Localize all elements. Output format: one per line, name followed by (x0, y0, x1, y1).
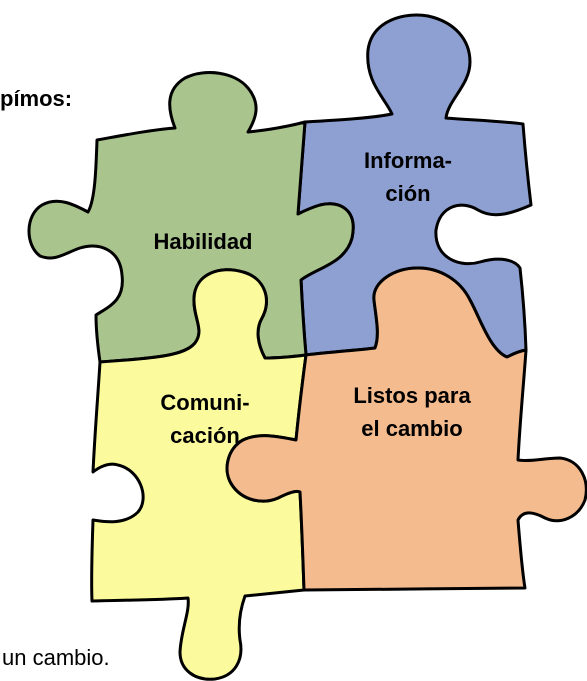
piece-shape-habilidad (27, 71, 355, 364)
footer-text: un cambio. (2, 645, 110, 670)
label-informacion-line2: ción (385, 181, 430, 206)
puzzle-piece-habilidad: Habilidad (27, 71, 355, 364)
label-comunicacion-line1: Comuni- (160, 390, 249, 415)
label-informacion-line1: Informa- (364, 148, 452, 173)
label-comunicacion-line2: cación (170, 423, 240, 448)
label-habilidad-line1: Habilidad (153, 229, 252, 254)
label-listos-line2: el cambio (361, 416, 462, 441)
header-text: pímos: (0, 86, 73, 111)
label-listos-line1: Listos para (353, 383, 471, 408)
puzzle-piece-informacion: Informa- ción (296, 13, 533, 359)
puzzle-piece-listos: Listos para el cambio (225, 266, 587, 592)
piece-shape-listos (225, 266, 587, 592)
puzzle-piece-comunicacion: Comuni- cación (90, 268, 308, 681)
